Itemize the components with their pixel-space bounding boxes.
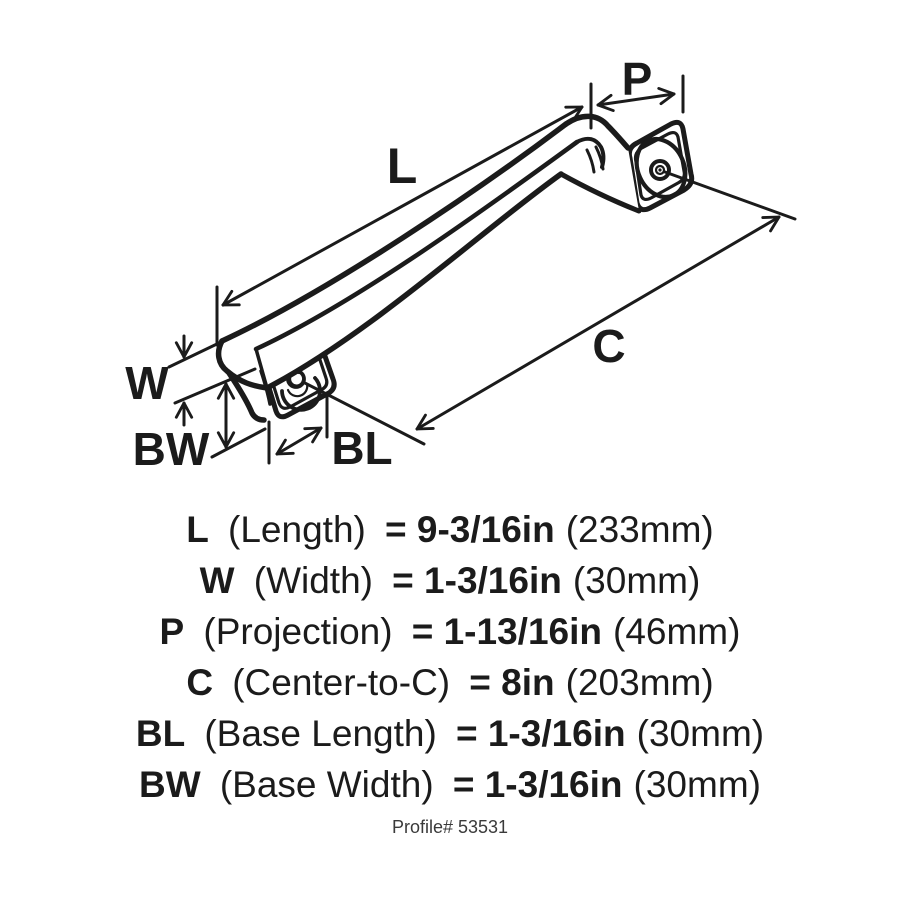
spec-value: = 1-3/16in [455,713,626,754]
spec-name: (Base Width) [219,764,434,805]
dim-line-BL [275,426,323,456]
spec-metric: (30mm) [572,560,701,601]
spec-abbr: L [186,509,209,550]
handle-dimension-drawing: L P C W BW BL [125,53,797,475]
spec-abbr: BL [135,713,186,754]
spec-value: = 1-13/16in [411,611,602,652]
dim-label-C: C [592,320,625,372]
spec-value: = 1-3/16in [452,764,623,805]
spec-name: (Projection) [203,611,393,652]
dim-label-L: L [387,138,418,194]
dim-ext-line [210,427,267,459]
dim-line-P [596,86,676,113]
left-neck-edge [226,370,267,423]
spec-abbr: C [186,662,214,703]
spec-name: (Center-to-C) [232,662,451,703]
dimension-lines [167,74,797,465]
dim-ext-line [173,367,257,405]
spec-metric: (30mm) [633,764,761,805]
spec-metric: (203mm) [565,662,714,703]
spec-row-base-length: BL (Base Length) = 1-3/16in (30mm) [0,708,900,759]
dim-label-P: P [622,53,653,105]
dim-ext-line [167,341,221,369]
dim-line-L [221,105,584,307]
dimension-spec-list: L (Length) = 9-3/16in (233mm) W (Width) … [0,504,900,838]
spec-value: = 8in [469,662,555,703]
spec-name: (Base Length) [204,713,437,754]
spec-value: = 1-3/16in [392,560,562,601]
dim-leader [663,170,797,221]
dim-label-W: W [125,357,169,409]
spec-abbr: W [199,560,235,601]
dim-label-BW: BW [133,423,210,475]
spec-row-base-width: BW (Base Width) = 1-3/16in (30mm) [0,759,900,810]
spec-row-projection: P (Projection) = 1-13/16in (46mm) [0,606,900,657]
dim-line-C [415,215,781,431]
spec-row-length: L (Length) = 9-3/16in (233mm) [0,504,900,555]
dim-leader [301,380,426,446]
spec-name: (Length) [228,509,366,550]
spec-metric: (30mm) [636,713,765,754]
bar-end-face-edge [215,338,270,391]
spec-metric: (233mm) [565,509,714,550]
spec-row-width: W (Width) = 1-3/16in (30mm) [0,555,900,606]
profile-number: Profile# 53531 [391,817,509,837]
right-screw-boss [649,159,671,181]
screw-recess [634,136,688,200]
dim-label-BL: BL [331,422,392,474]
spec-abbr: BW [139,764,201,805]
bar-end-face [218,341,267,388]
right-base-plate [626,119,695,213]
spec-value: = 9-3/16in [385,509,555,550]
spec-abbr: P [159,611,185,652]
spec-name: (Width) [253,560,373,601]
screw-flange [280,376,322,412]
spec-row-center-to-center: C (Center-to-C) = 8in (203mm) [0,657,900,708]
spec-metric: (46mm) [613,611,741,652]
